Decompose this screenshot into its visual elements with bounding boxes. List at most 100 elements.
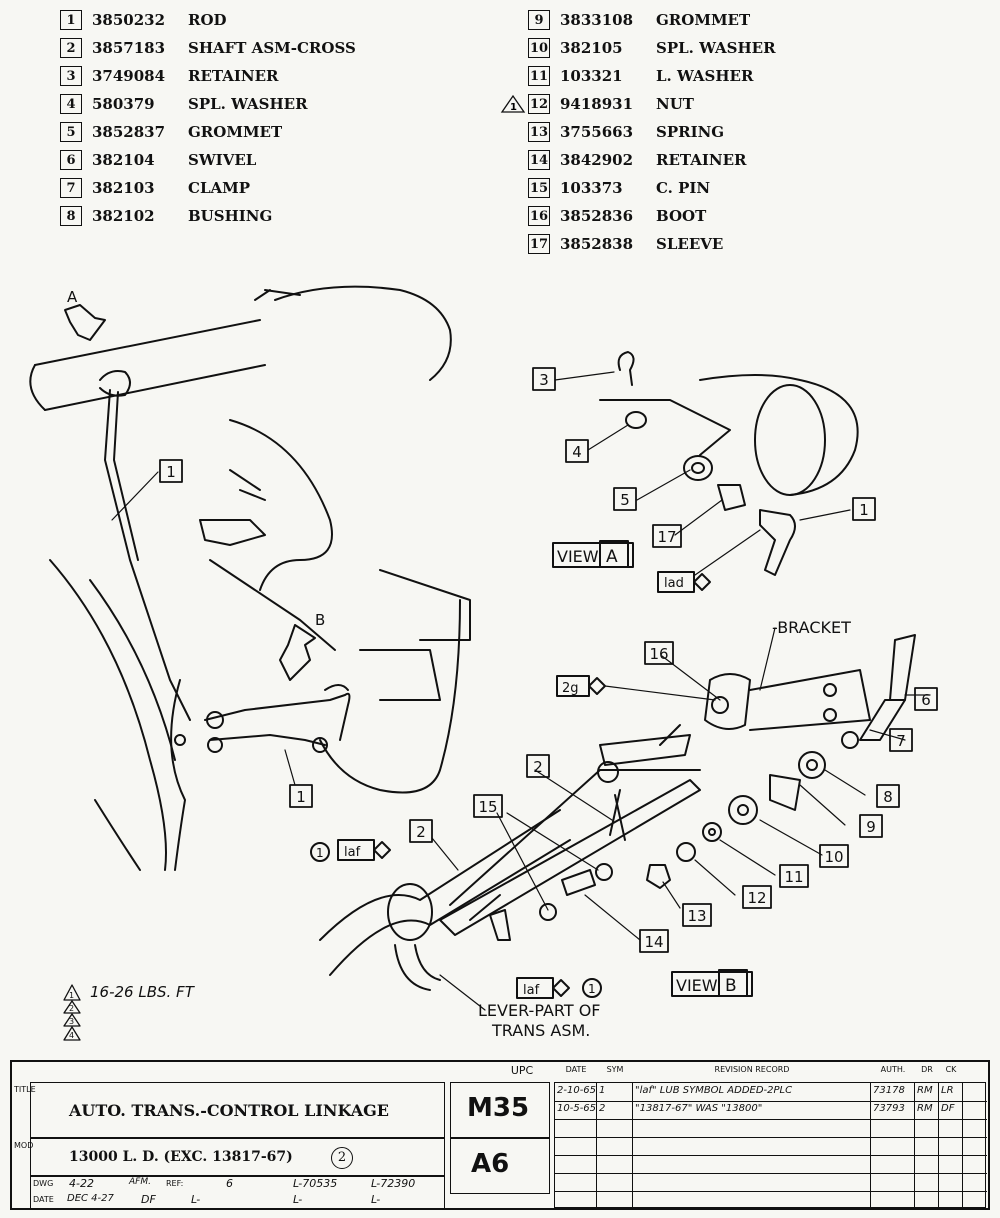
upc-header: UPC (510, 1064, 534, 1077)
title-box: AUTO. TRANS.-CONTROL LINKAGE (30, 1082, 445, 1138)
svg-text:A: A (606, 547, 618, 567)
arrow-a-label: A (67, 288, 78, 306)
callout-label: 12 (742, 885, 772, 909)
revision-cell-date: 10-5-65 (555, 1101, 597, 1119)
revision-cell-ck (939, 1137, 963, 1155)
revision-row (555, 1173, 987, 1192)
part-number: 382104 (92, 151, 155, 169)
leader-lines (111, 371, 931, 1011)
warning-triangle-icon (500, 122, 528, 142)
svg-text:1: 1 (69, 991, 74, 1000)
callout-label: 8 (876, 784, 900, 808)
revision-row (555, 1119, 987, 1138)
part-number: 9418931 (560, 95, 634, 113)
warning-triangle-icon: 1 (500, 94, 528, 114)
revision-cell-ck: DF (939, 1101, 963, 1119)
revision-cell-dr (915, 1191, 939, 1209)
part-name: SWIVEL (188, 151, 257, 169)
part-number: 3857183 (92, 39, 166, 57)
part-name: ROD (188, 11, 227, 29)
part-index-box: 11 (528, 66, 550, 86)
part-name: SPL. WASHER (188, 95, 308, 113)
part-name: SPL. WASHER (656, 39, 776, 57)
callout-label: 1 (852, 497, 876, 521)
part-name: GROMMET (656, 11, 751, 29)
revision-row (555, 1155, 987, 1174)
view-b-parts (319, 634, 916, 991)
svg-text:1: 1 (316, 846, 324, 860)
callout-label: 11 (779, 864, 809, 888)
revision-cell-sym (597, 1173, 633, 1191)
part-index-box: 14 (528, 150, 550, 170)
callout-label: 1 (289, 784, 313, 808)
callout-label: 13 (682, 903, 712, 927)
revision-cell-dr (915, 1119, 939, 1137)
svg-text:1: 1 (166, 463, 176, 481)
revision-cell-rec: "laf" LUB SYMBOL ADDED-2PLC (633, 1083, 871, 1101)
part-name: SLEEVE (656, 235, 724, 253)
revision-cell-sym: 1 (597, 1083, 633, 1101)
part-index-box: 6 (60, 150, 82, 170)
view-arrows (64, 304, 316, 681)
revision-cell-rec: "13817-67" WAS "13800" (633, 1101, 871, 1119)
part-index-box: 13 (528, 122, 550, 142)
callout-label: 17 (652, 524, 682, 548)
part-index-box: 2 (60, 38, 82, 58)
svg-text:VIEW: VIEW (557, 547, 599, 566)
revision-cell-dr (915, 1173, 939, 1191)
part-index-box: 1 (60, 10, 82, 30)
callout-label: 2 (409, 819, 433, 843)
svg-text:12: 12 (747, 889, 766, 907)
part-name: C. PIN (656, 179, 711, 197)
warning-triangle-icon (500, 150, 528, 170)
part-index-box: 7 (60, 178, 82, 198)
upc-box: M35 (450, 1082, 550, 1138)
svg-text:1: 1 (510, 102, 517, 113)
warning-triangle-icon (500, 66, 528, 86)
view-a-tag: VIEW A (552, 540, 634, 568)
mod-box: 13000 L. D. (EXC. 13817-67) 2 (30, 1138, 445, 1176)
revision-cell-date (555, 1155, 597, 1173)
part-number: 382103 (92, 179, 155, 197)
svg-text:14: 14 (644, 933, 663, 951)
revision-cell-ck (939, 1173, 963, 1191)
revision-cell-auth: 73178 (871, 1083, 915, 1101)
part-name: RETAINER (656, 151, 747, 169)
revision-cell-date (555, 1191, 597, 1209)
lever-label-line2: TRANS ASM. (491, 1021, 590, 1040)
revision-cell-ck: LR (939, 1083, 963, 1101)
svg-text:1: 1 (859, 501, 869, 519)
svg-text:13: 13 (687, 907, 706, 925)
part-number: 580379 (92, 95, 155, 113)
revision-cell-dr: RM (915, 1101, 939, 1119)
svg-text:9: 9 (866, 818, 876, 836)
sheet-box: A6 (450, 1138, 550, 1194)
parts-list-row: 6 382104 SWIVEL (60, 146, 390, 174)
revision-cell-auth (871, 1191, 915, 1209)
warning-triangle-icon (500, 206, 528, 226)
part-index-box: 16 (528, 206, 550, 226)
svg-text:10: 10 (824, 848, 843, 866)
svg-text:1: 1 (588, 982, 596, 996)
part-number: 3749084 (92, 67, 166, 85)
lub-symbol-laf-2: laf 1 (516, 977, 602, 999)
svg-text:2: 2 (533, 758, 543, 776)
part-name: RETAINER (188, 67, 279, 85)
title-block: UPC AUTO. TRANS.-CONTROL LINKAGE TITLE 1… (10, 1060, 990, 1210)
revision-cell-date (555, 1119, 597, 1137)
revision-table: DATE SYM REVISION RECORD AUTH. DR CK 2-1… (554, 1065, 987, 1210)
